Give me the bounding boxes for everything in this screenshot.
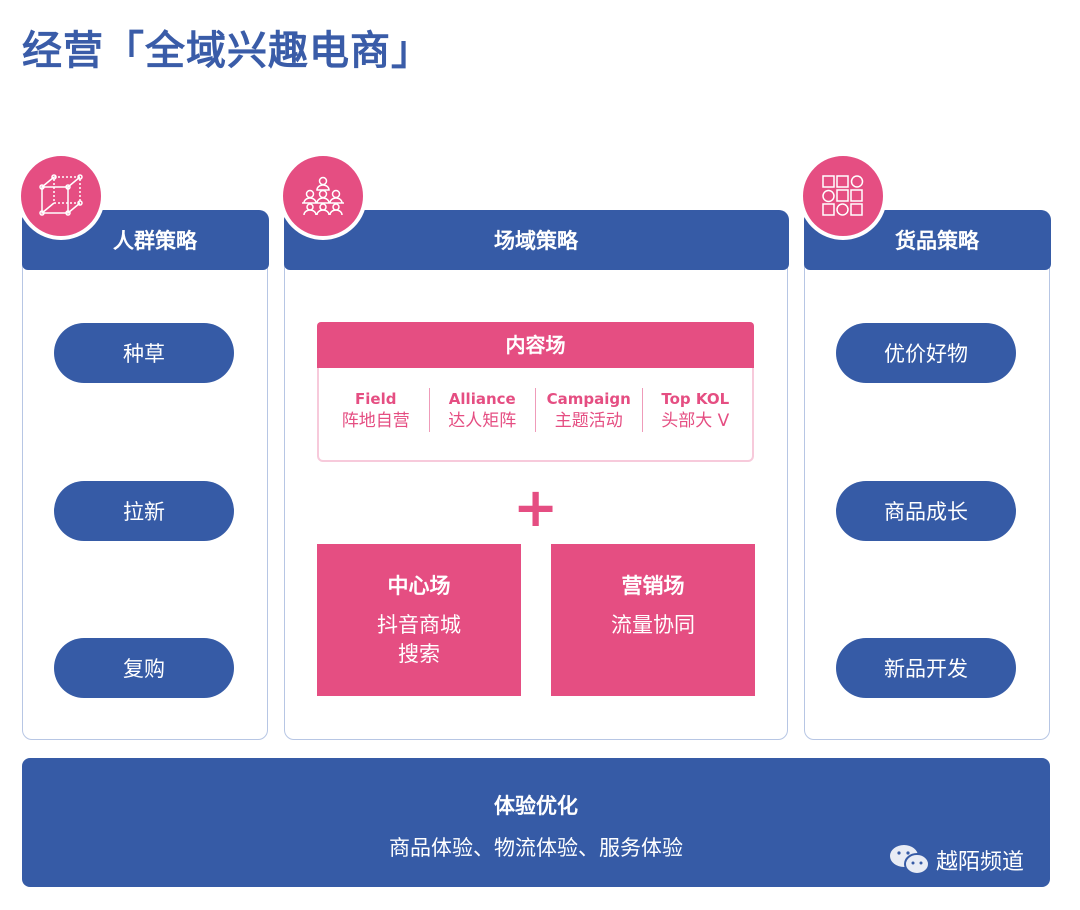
- pill-acquisition[interactable]: 拉新: [54, 481, 234, 541]
- center-field-box: 中心场 抖音商城 搜索: [317, 544, 521, 696]
- pill-new-product[interactable]: 新品开发: [836, 638, 1016, 698]
- experience-optimization-banner: 体验优化 商品体验、物流体验、服务体验: [22, 758, 1050, 887]
- panel-header: 场域策略: [283, 209, 789, 270]
- pill-seeding[interactable]: 种草: [54, 323, 234, 383]
- marketing-field-box: 营销场 流量协同: [551, 544, 755, 696]
- content-field-title: 内容场: [317, 322, 754, 368]
- watermark: 越陌频道: [888, 842, 1024, 878]
- cube-network-icon: [17, 152, 105, 240]
- product-grid-icon: [799, 152, 887, 240]
- pill-product-growth[interactable]: 商品成长: [836, 481, 1016, 541]
- channel-strategy-panel: 场域策略: [283, 209, 789, 740]
- wechat-icon: [890, 845, 930, 875]
- audience-strategy-panel: 人群策略 种草 拉新 复购: [21, 209, 269, 740]
- plus-icon: +: [513, 476, 559, 539]
- pill-repurchase[interactable]: 复购: [54, 638, 234, 698]
- pill-value-products[interactable]: 优价好物: [836, 323, 1016, 383]
- audience-group-icon: [279, 152, 367, 240]
- page-title: 经营「全域兴趣电商」: [22, 28, 432, 74]
- product-strategy-panel: 货品策略 优价好物 商品成长 新品开发: [803, 209, 1051, 740]
